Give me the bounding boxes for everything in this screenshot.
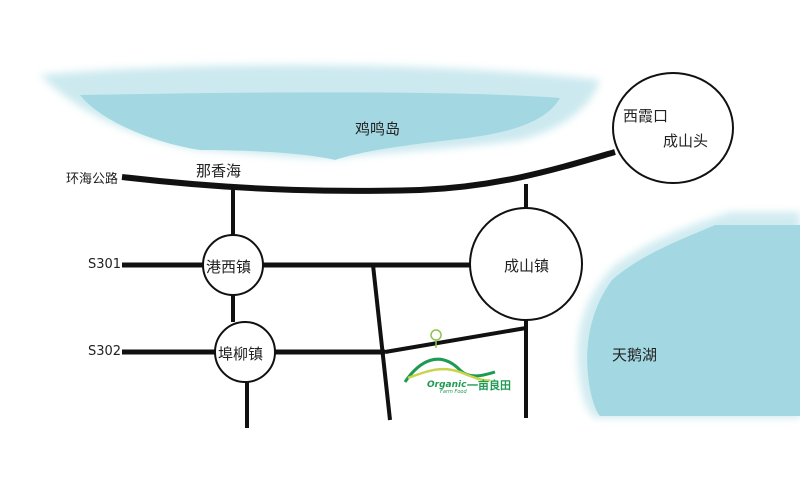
coastal-road-label: 环海公路	[66, 172, 119, 187]
chengshan-label: 成山镇	[504, 257, 550, 275]
bay-label: 那香海	[196, 162, 242, 180]
lake-core	[587, 225, 800, 416]
gangxi-circle	[202, 234, 264, 296]
xixiakou-label: 西霞口	[623, 107, 669, 125]
chengshan-circle	[469, 207, 583, 321]
roads	[121, 149, 616, 428]
coastal-road	[121, 149, 616, 194]
chengshantou-label: 成山头	[663, 132, 709, 150]
lake-label: 天鹅湖	[612, 346, 658, 364]
sea-core	[80, 92, 560, 160]
logo-cn: 一亩良田	[467, 379, 511, 392]
logo-en-top: Organic	[427, 380, 467, 390]
buliu-label: 埠柳镇	[218, 345, 264, 363]
logo-graphic	[403, 329, 496, 383]
sea-label: 鸡鸣岛	[355, 120, 401, 138]
logo-en-bottom: Farm Food	[440, 389, 467, 395]
xixiakou-circle	[612, 72, 734, 184]
buliu-circle	[214, 321, 276, 383]
gangxi-label: 港西镇	[206, 258, 252, 276]
s302-label: S302	[88, 344, 122, 359]
s301-label: S301	[88, 257, 122, 272]
